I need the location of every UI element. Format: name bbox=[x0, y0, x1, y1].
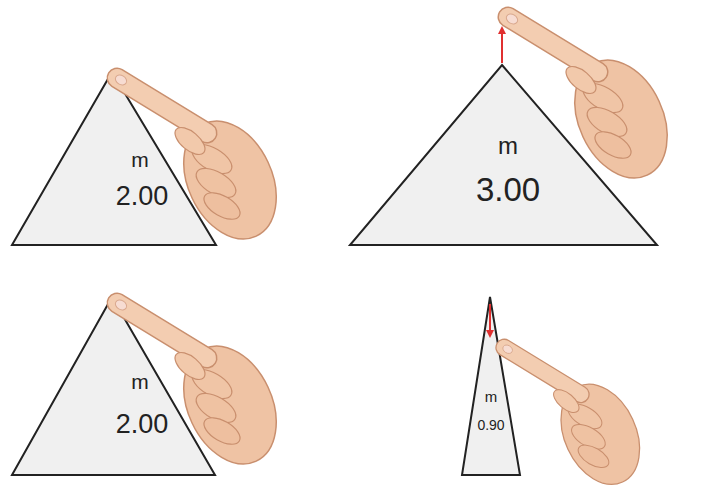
mass-symbol: m bbox=[131, 370, 149, 393]
hand-picture bbox=[505, 12, 686, 193]
up-arrow bbox=[501, 30, 503, 63]
hand-picture bbox=[114, 298, 295, 479]
triangle-outline bbox=[462, 297, 520, 475]
mass-value: 2.00 bbox=[116, 410, 169, 440]
hand-picture bbox=[114, 73, 295, 254]
mass-value: 0.90 bbox=[477, 418, 504, 433]
mass-symbol: m bbox=[498, 133, 518, 159]
mass-value: 2.00 bbox=[116, 182, 169, 212]
down-arrow bbox=[489, 304, 491, 334]
hand-picture bbox=[501, 343, 655, 493]
mass-symbol: m bbox=[485, 389, 498, 406]
mass-symbol: m bbox=[131, 148, 149, 171]
mass-value: 3.00 bbox=[476, 172, 540, 208]
